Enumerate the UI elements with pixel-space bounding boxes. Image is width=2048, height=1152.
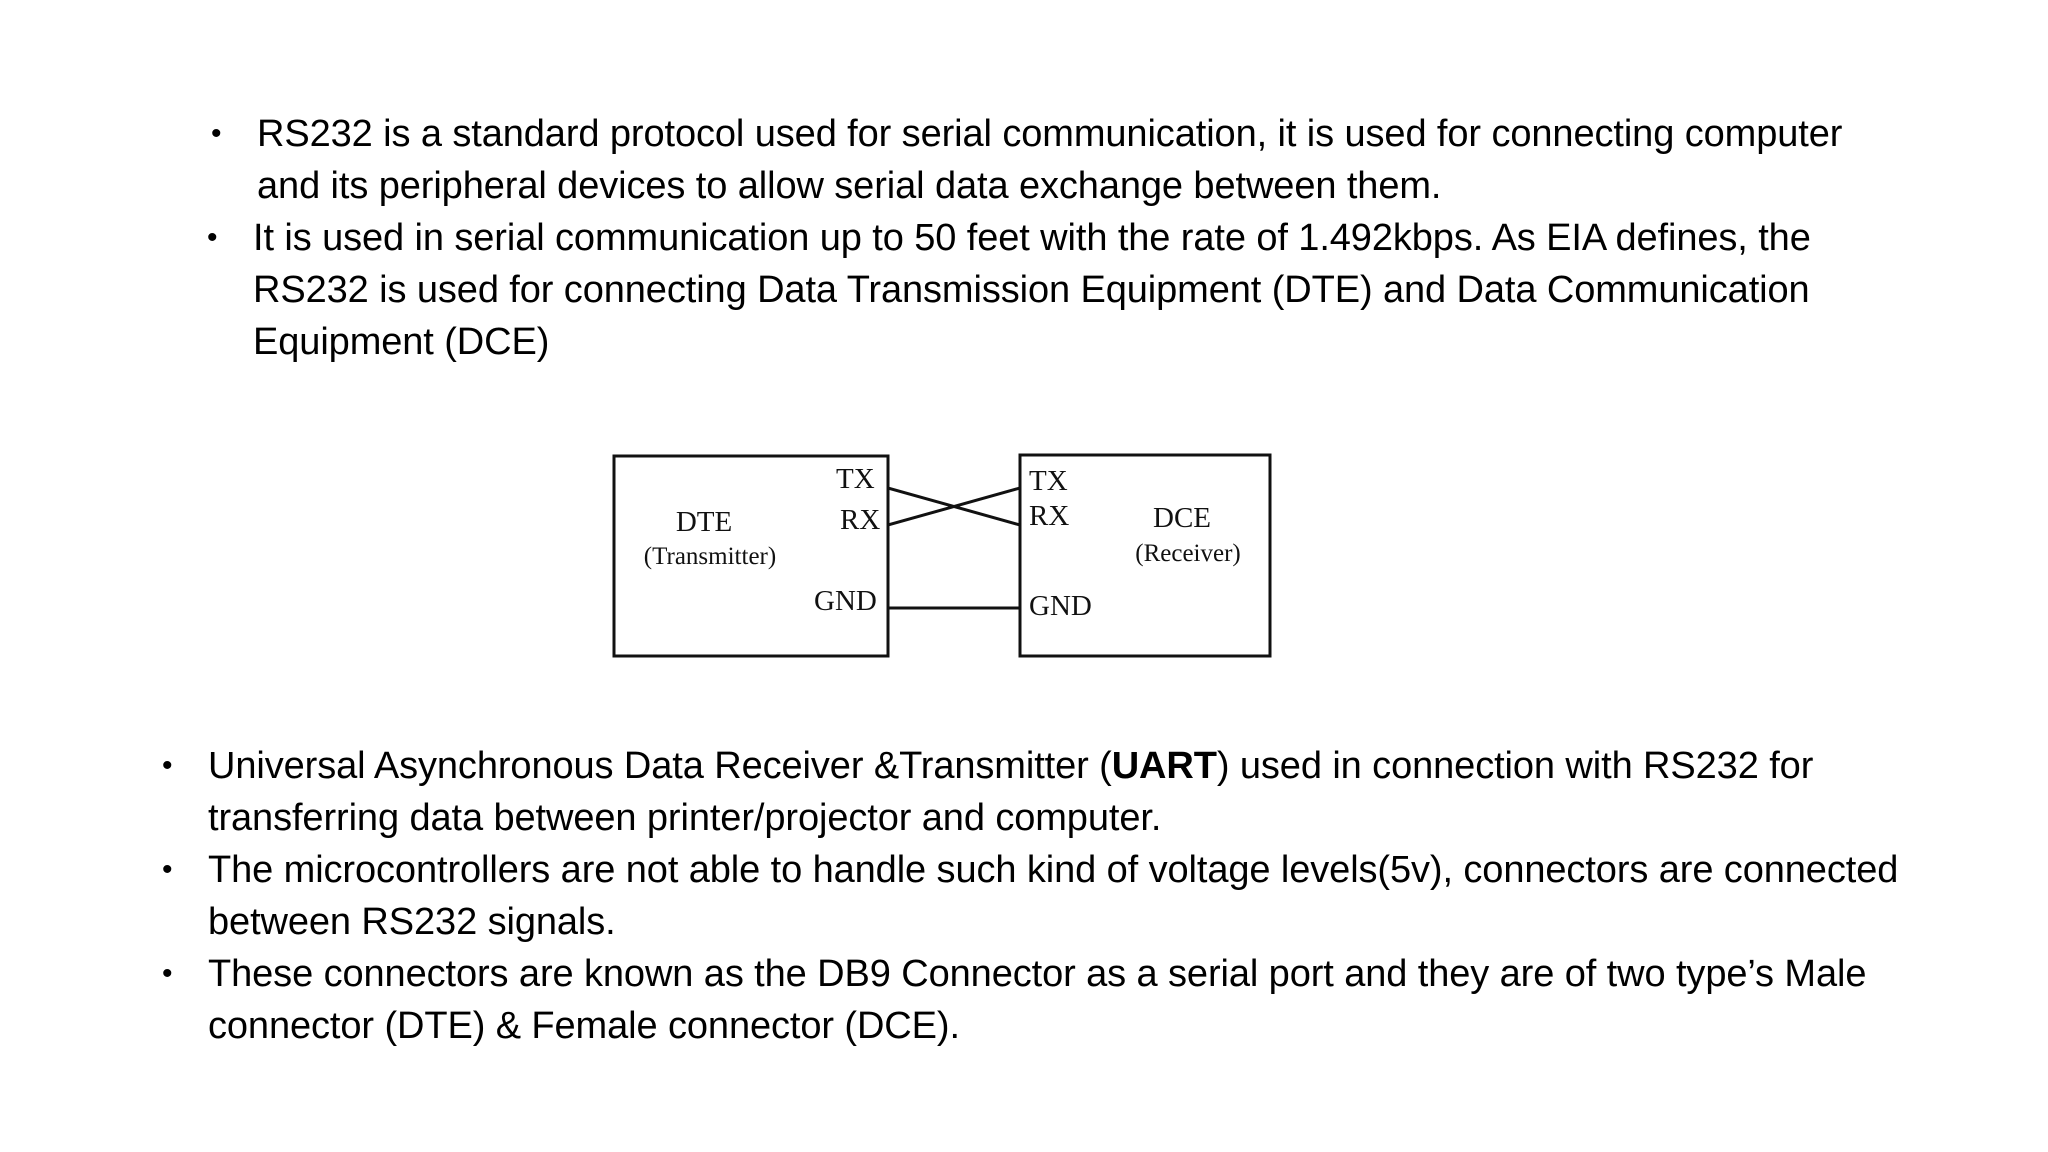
- dce-title: DCE: [1153, 502, 1211, 534]
- bullet-dot-icon: •: [162, 853, 173, 886]
- bullet-text-before: Universal Asynchronous Data Receiver &Tr…: [208, 745, 1112, 787]
- bullet-text: The microcontrollers are not able to han…: [208, 849, 1899, 943]
- bullet-rs232-range: • It is used in serial communication up …: [207, 212, 1877, 368]
- bottom-bullet-list: • Universal Asynchronous Data Receiver &…: [162, 740, 1968, 1052]
- dte-rx-label: RX: [840, 504, 880, 536]
- bullet-text: These connectors are known as the DB9 Co…: [208, 953, 1867, 1047]
- dte-dce-connection-diagram: TX RX GND DTE (Transmitter) TX RX GND DC…: [612, 453, 1272, 658]
- dte-box: [612, 454, 890, 658]
- bullet-db9: • These connectors are known as the DB9 …: [162, 948, 1968, 1052]
- dte-tx-label: TX: [836, 463, 875, 495]
- bullet-text: RS232 is a standard protocol used for se…: [257, 113, 1843, 207]
- dce-rx-label: RX: [1029, 500, 1069, 532]
- dce-gnd-label: GND: [1029, 590, 1092, 622]
- bullet-uart: • Universal Asynchronous Data Receiver &…: [162, 740, 1968, 844]
- dte-gnd-label: GND: [814, 585, 877, 617]
- dte-subtitle: (Transmitter): [644, 543, 776, 570]
- bullet-text: It is used in serial communication up to…: [253, 217, 1811, 363]
- bullet-rs232-definition: • RS232 is a standard protocol used for …: [211, 108, 1877, 212]
- dte-rx-to-dce-tx-line: [887, 486, 1021, 527]
- bullet-dot-icon: •: [211, 117, 222, 150]
- bullet-microcontrollers: • The microcontrollers are not able to h…: [162, 844, 1968, 948]
- dce-subtitle: (Receiver): [1135, 540, 1240, 567]
- bullet-text-after: ) used in connection with RS232 for tran…: [208, 745, 1814, 839]
- top-bullet-list: • RS232 is a standard protocol used for …: [207, 108, 1877, 368]
- bullet-dot-icon: •: [162, 749, 173, 782]
- dce-tx-label: TX: [1029, 465, 1068, 497]
- dce-box: [1018, 453, 1272, 658]
- bullet-dot-icon: •: [207, 221, 218, 254]
- bullet-dot-icon: •: [162, 957, 173, 990]
- bullet-text-bold: UART: [1111, 745, 1217, 787]
- dte-title: DTE: [676, 506, 732, 538]
